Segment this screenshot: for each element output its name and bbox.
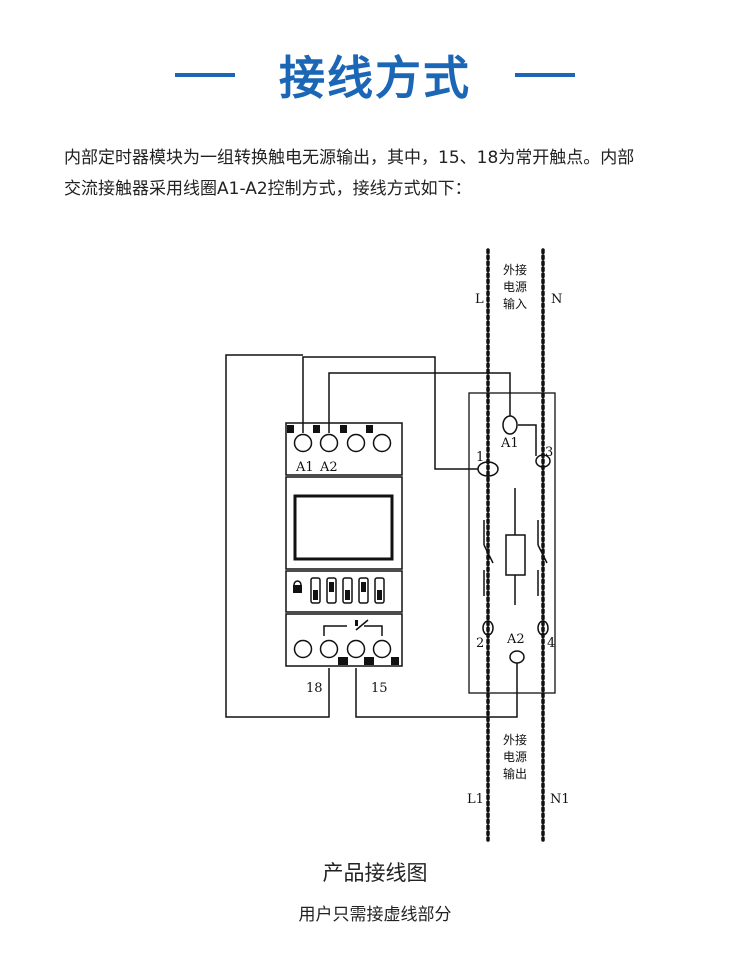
timer-mid-block xyxy=(285,476,403,570)
contactor-coil xyxy=(505,534,526,576)
timer-screw-6 xyxy=(319,639,339,659)
label-contactor-a1: A1 xyxy=(500,436,519,451)
timer-screw-4 xyxy=(372,433,392,453)
timer-screw-3 xyxy=(346,433,366,453)
label-contactor-3: 3 xyxy=(545,445,553,460)
intro-line-2: 交流接触器采用线圈A1-A2控制方式，接线方式如下： xyxy=(64,179,472,199)
label-contactor-4: 4 xyxy=(547,636,555,651)
label-line-n1: N1 xyxy=(550,792,570,807)
timer-top-block xyxy=(285,422,403,476)
diagram-subcaption: 用户只需接虚线部分 xyxy=(298,905,452,925)
diagram-caption: 产品接线图 xyxy=(322,861,428,885)
contactor-body xyxy=(468,392,556,694)
wire-a1-to-contactor-1 xyxy=(302,356,478,470)
timer-screw-8 xyxy=(372,639,392,659)
label-input-note-1: 外接 xyxy=(503,262,527,277)
timer-screw-5 xyxy=(293,639,313,659)
label-timer-a2: A2 xyxy=(319,460,338,475)
timer-screw-7 xyxy=(346,639,366,659)
label-contactor-1: 1 xyxy=(476,450,484,465)
label-line-n: N xyxy=(551,292,562,307)
contactor-terminal-3 xyxy=(535,454,551,468)
contactor-terminal-a2 xyxy=(509,650,525,664)
timer-lock-icon xyxy=(293,585,302,593)
header-dash-right xyxy=(515,73,575,77)
intro-text: 内部定时器模块为一组转换触电无源输出，其中，15、18为常开触点。内部 交流接触… xyxy=(64,143,694,205)
wire-18-loop xyxy=(225,354,330,718)
wire-a2-to-contactor-a1 xyxy=(328,372,511,433)
timer-bottom-block xyxy=(285,613,403,667)
timer-screw-2 xyxy=(319,433,339,453)
section-title: 接线方式 xyxy=(279,51,471,105)
label-contactor-2: 2 xyxy=(476,636,484,651)
label-timer-a1: A1 xyxy=(295,460,314,475)
timer-display xyxy=(293,494,394,561)
contactor-terminal-2 xyxy=(482,620,494,636)
label-input-note-3: 输入 xyxy=(503,296,527,311)
label-output-note-2: 电源 xyxy=(503,750,527,764)
wire-15-to-contactor-a2 xyxy=(355,663,518,718)
label-timer-15: 15 xyxy=(371,681,388,696)
label-output-note-3: 输出 xyxy=(503,766,527,781)
section-header: 接线方式 xyxy=(0,40,750,110)
label-contactor-a2: A2 xyxy=(506,632,525,647)
label-line-l: L xyxy=(475,292,484,307)
label-line-l1: L1 xyxy=(467,792,484,807)
contactor-terminal-a1 xyxy=(502,415,518,435)
wire-contactor-3 xyxy=(518,424,537,456)
wiring-diagram: L N 外接 电源 输入 A1 1 3 2 4 A2 A1 A2 18 15 外… xyxy=(225,248,570,842)
timer-switch-block xyxy=(285,570,403,613)
label-input-note-2: 电源 xyxy=(503,280,527,294)
contactor-terminal-4 xyxy=(537,620,549,636)
label-output-note-1: 外接 xyxy=(503,732,527,747)
timer-screw-1 xyxy=(293,433,313,453)
header-dash-left xyxy=(175,73,235,77)
label-timer-18: 18 xyxy=(306,681,323,696)
intro-line-1: 内部定时器模块为一组转换触电无源输出，其中，15、18为常开触点。内部 xyxy=(64,148,635,168)
